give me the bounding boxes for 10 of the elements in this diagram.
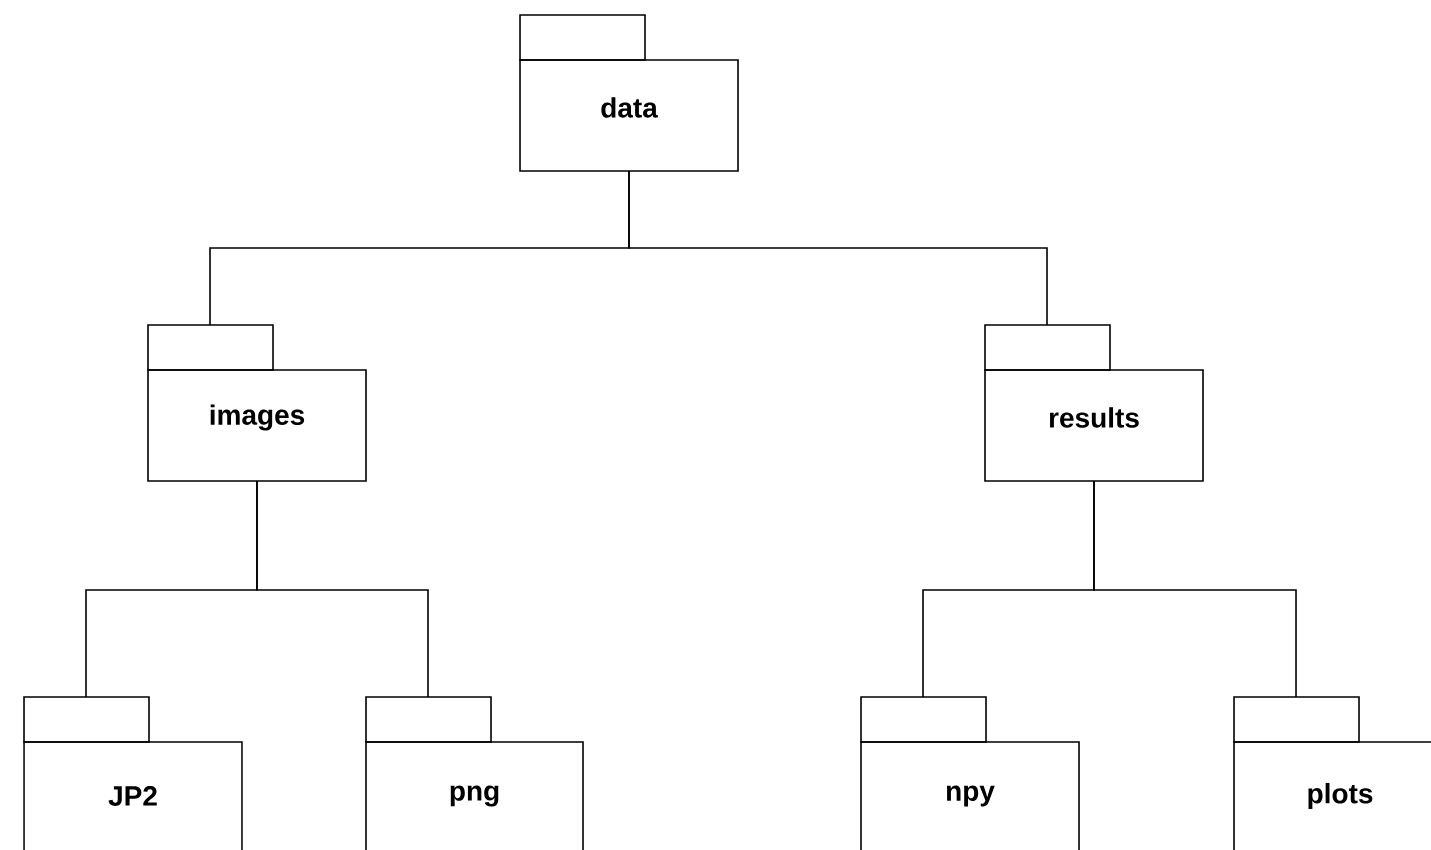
connector-line [256, 480, 429, 698]
connector-line [628, 170, 1048, 326]
folder: npy [860, 696, 1080, 850]
folder: images [147, 324, 367, 482]
folder: png [365, 696, 584, 850]
folder: JP2 [23, 696, 243, 850]
folder: results [984, 324, 1204, 482]
connector-line [1093, 480, 1297, 698]
folder: plots [1233, 696, 1431, 850]
folder: data [519, 14, 739, 172]
